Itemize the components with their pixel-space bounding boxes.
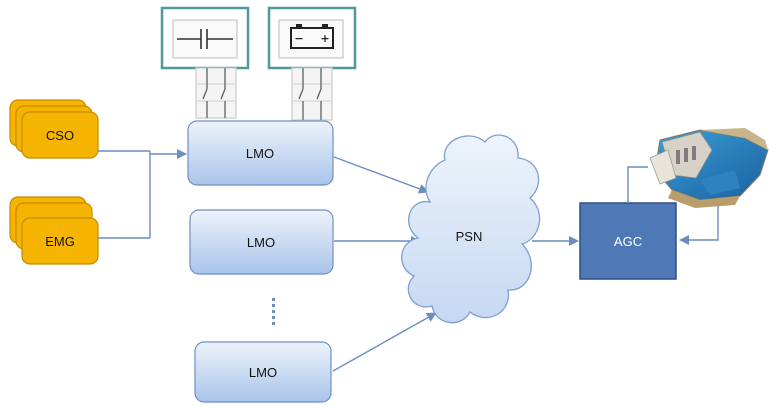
cso-label: CSO bbox=[46, 128, 74, 143]
lmo-1-label: LMO bbox=[246, 146, 274, 161]
emg-label: EMG bbox=[45, 234, 75, 249]
power-plant-icon bbox=[649, 128, 769, 208]
lmo-to-psn-arrows bbox=[332, 156, 437, 372]
lmo-node-1: LMO bbox=[187, 120, 334, 186]
emg-node: EMG bbox=[9, 196, 99, 265]
agc-node: AGC bbox=[579, 202, 677, 280]
lmo-2-label: LMO bbox=[247, 235, 275, 250]
capacitor-box bbox=[160, 6, 250, 70]
battery-icon: − + bbox=[290, 24, 334, 49]
battery-box: − + bbox=[267, 6, 357, 70]
cso-node: CSO bbox=[9, 99, 99, 159]
switch-icon bbox=[291, 67, 333, 121]
lmo-node-2: LMO bbox=[189, 209, 334, 275]
capacitor-icon bbox=[177, 29, 233, 49]
agc-plant-loop bbox=[627, 166, 719, 245]
psn-label: PSN bbox=[456, 229, 483, 244]
lmo-node-3: LMO bbox=[194, 341, 332, 403]
agc-label: AGC bbox=[614, 234, 642, 249]
psn-cloud: PSN bbox=[401, 134, 541, 324]
source-connectors bbox=[98, 149, 187, 239]
ellipsis-indicator bbox=[272, 298, 275, 325]
lmo-3-label: LMO bbox=[249, 365, 277, 380]
battery-minus: − bbox=[294, 32, 303, 45]
switch-icon bbox=[195, 67, 237, 119]
battery-plus: + bbox=[320, 32, 329, 45]
